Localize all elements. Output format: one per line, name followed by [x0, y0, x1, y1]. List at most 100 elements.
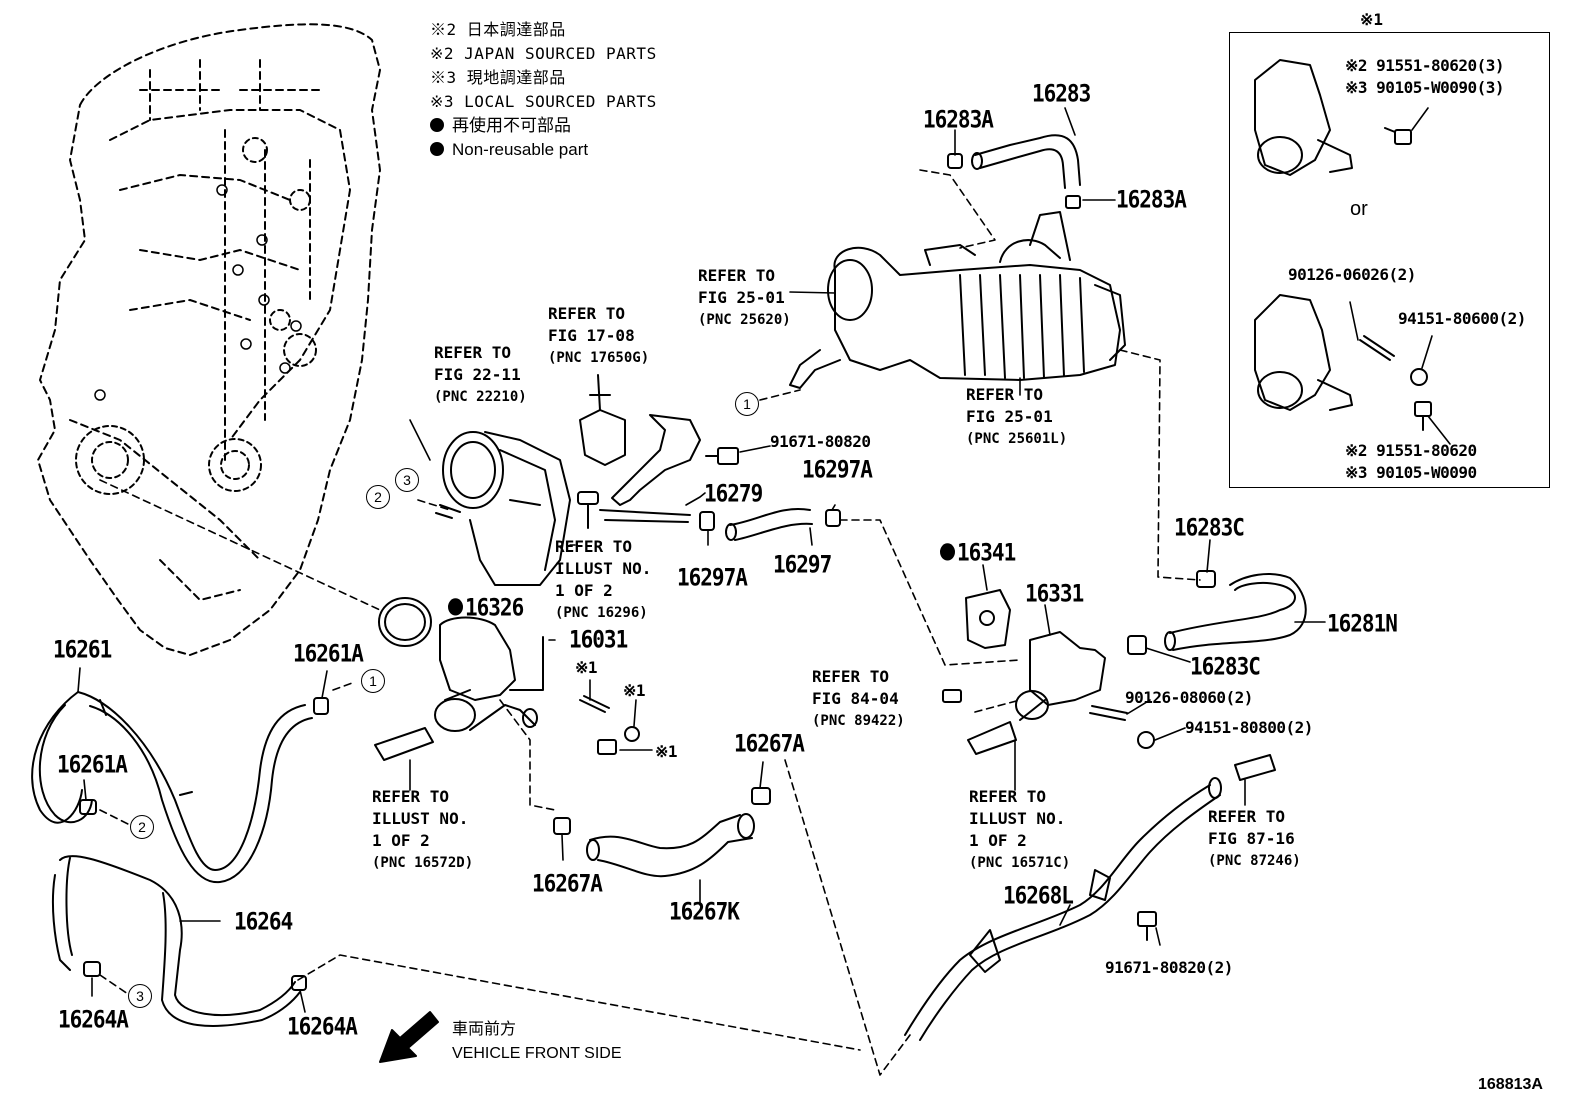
hose-16264	[51, 855, 301, 1027]
refer-pnc-25601l[interactable]: REFER TO FIG 25-01 (PNC 25601L)	[966, 384, 1067, 450]
refer-line: REFER TO	[969, 787, 1047, 806]
part-16331[interactable]: 16331	[1025, 579, 1084, 608]
part-16264a-left[interactable]: 16264A	[58, 1005, 129, 1034]
non-reusable-dot-icon	[448, 598, 463, 616]
refer-pnc: (PNC 16571C)	[969, 855, 1071, 871]
thermostat-housing-16331	[1015, 631, 1106, 721]
hose-16281n	[1164, 573, 1307, 651]
inset-part-b1[interactable]: 90126-06026(2)	[1288, 265, 1416, 284]
callout-1-hose: 1	[361, 669, 385, 693]
clamp-16267A-lower	[553, 817, 571, 835]
callout-2-hose: 2	[130, 815, 154, 839]
part-16297[interactable]: 16297	[773, 550, 832, 579]
part-16261[interactable]: 16261	[53, 635, 112, 664]
part-16283a-lower[interactable]: 16283A	[1116, 185, 1187, 214]
refer-pnc-87246[interactable]: REFER TO FIG 87-16 (PNC 87246)	[1208, 806, 1301, 872]
legend-local-sourced-en: ※3 LOCAL SOURCED PARTS	[430, 92, 657, 111]
refer-pnc-17650g[interactable]: REFER TO FIG 17-08 (PNC 17650G)	[548, 303, 649, 369]
part-16261a-upper[interactable]: 16261A	[293, 639, 364, 668]
part-16261a-lower[interactable]: 16261A	[57, 750, 128, 779]
inset-water-inlet-a	[1254, 59, 1353, 176]
refer-line: 1 OF 2	[372, 831, 430, 850]
part-16031[interactable]: 16031	[569, 625, 628, 654]
clamp-16283C-lower	[1127, 635, 1147, 655]
refer-pnc-16571c[interactable]: REFER TO ILLUST NO. 1 OF 2 (PNC 16571C)	[969, 786, 1070, 874]
gasket-16326	[378, 597, 432, 647]
legend-japan-sourced-ja: ※2 日本調達部品	[430, 20, 566, 39]
water-inlet-16031	[434, 616, 544, 732]
refer-line: FIG 25-01	[698, 288, 785, 307]
pipe-16268l	[904, 777, 1222, 1041]
part-16326-number: 16326	[465, 593, 524, 622]
refer-pnc-89422[interactable]: REFER TO FIG 84-04 (PNC 89422)	[812, 666, 905, 732]
part-16297a-upper[interactable]: 16297A	[802, 455, 873, 484]
part-91671-80820[interactable]: 91671-80820	[770, 432, 871, 451]
vehicle-front-en: VEHICLE FRONT SIDE	[452, 1045, 622, 1062]
clamp-16267A-upper	[751, 787, 771, 805]
refer-line: REFER TO	[372, 787, 450, 806]
part-16341[interactable]: 16341	[940, 540, 1016, 565]
refer-pnc: (PNC 16572D)	[372, 855, 474, 871]
part-16326[interactable]: 16326	[448, 593, 524, 622]
part-16267k[interactable]: 16267K	[669, 897, 740, 926]
stud-bolt-note1	[579, 695, 610, 713]
part-16283c-lower[interactable]: 16283C	[1190, 652, 1261, 681]
inset-part-b4[interactable]: ※3 90105-W0090	[1345, 463, 1477, 482]
refer-pnc: (PNC 25601L)	[966, 431, 1068, 447]
refer-line: ILLUST NO.	[372, 809, 469, 828]
refer-pnc-22210[interactable]: REFER TO FIG 22-11 (PNC 22210)	[434, 342, 527, 408]
part-16281n[interactable]: 16281N	[1327, 609, 1398, 638]
inset-part-b3[interactable]: ※2 91551-80620	[1345, 441, 1477, 460]
legend-local-sourced-ja: ※3 現地調達部品	[430, 68, 566, 87]
refer-line: REFER TO	[434, 343, 512, 362]
refer-pnc: (PNC 89422)	[812, 713, 905, 729]
inset-part-b2[interactable]: 94151-80600(2)	[1398, 309, 1526, 328]
part-16264a-right[interactable]: 16264A	[287, 1012, 358, 1041]
vehicle-front-arrow	[379, 1011, 439, 1063]
part-16267a-lower[interactable]: 16267A	[532, 869, 603, 898]
nut-94151-80800	[1137, 731, 1155, 749]
refer-line: 1 OF 2	[969, 831, 1027, 850]
dashed-leaders	[99, 169, 1201, 1076]
part-16283[interactable]: 16283	[1032, 79, 1091, 108]
inset-part-a2[interactable]: ※3 90105-W0090(3)	[1345, 78, 1505, 97]
inset-or-text: or	[1350, 198, 1368, 220]
timing-cover-bolts	[94, 184, 302, 401]
callout-2-throttle: 2	[366, 485, 390, 509]
part-91671-80820-lower[interactable]: 91671-80820(2)	[1105, 958, 1233, 977]
refer-line: FIG 84-04	[812, 689, 899, 708]
refer-line: FIG 22-11	[434, 365, 521, 384]
gasket-16341	[965, 589, 1011, 649]
inset-bolt-b	[1414, 401, 1432, 431]
clamp-16283A-lower	[1065, 195, 1081, 209]
refer-pnc-16296[interactable]: REFER TO ILLUST NO. 1 OF 2 (PNC 16296)	[555, 536, 651, 624]
clamp-16261A-upper	[313, 697, 329, 715]
part-16267a-upper[interactable]: 16267A	[734, 729, 805, 758]
clamp-16264A-right	[291, 975, 307, 991]
part-16283a-upper[interactable]: 16283A	[923, 105, 994, 134]
sensor-89422	[942, 689, 962, 703]
refer-pnc: (PNC 25620)	[698, 312, 791, 328]
part-16264[interactable]: 16264	[234, 907, 293, 936]
part-16268l[interactable]: 16268L	[1003, 881, 1074, 910]
inset-part-a1[interactable]: ※2 91551-80620(3)	[1345, 56, 1505, 75]
callout-1-egr: 1	[735, 392, 759, 416]
part-94151-80800[interactable]: 94151-80800(2)	[1185, 718, 1313, 737]
inset-stud-b	[1359, 335, 1395, 361]
refer-pnc-25620[interactable]: REFER TO FIG 25-01 (PNC 25620)	[698, 265, 791, 331]
part-16283c-upper[interactable]: 16283C	[1174, 513, 1245, 542]
refer-pnc-16572d[interactable]: REFER TO ILLUST NO. 1 OF 2 (PNC 16572D)	[372, 786, 473, 874]
inset-bolt-a	[1384, 127, 1412, 145]
refer-line: 1 OF 2	[555, 581, 613, 600]
non-reusable-dot-icon	[430, 118, 444, 132]
timing-cover-bosses	[75, 137, 317, 495]
clamp-16297A-a	[699, 511, 715, 531]
part-16279[interactable]: 16279	[704, 479, 763, 508]
part-90126-08060[interactable]: 90126-08060(2)	[1125, 688, 1253, 707]
part-16297a-lower[interactable]: 16297A	[677, 563, 748, 592]
refer-line: REFER TO	[966, 385, 1044, 404]
sensor-17650g	[579, 374, 626, 466]
legend-non-reusable-ja-row: 再使用不可部品	[430, 114, 657, 138]
